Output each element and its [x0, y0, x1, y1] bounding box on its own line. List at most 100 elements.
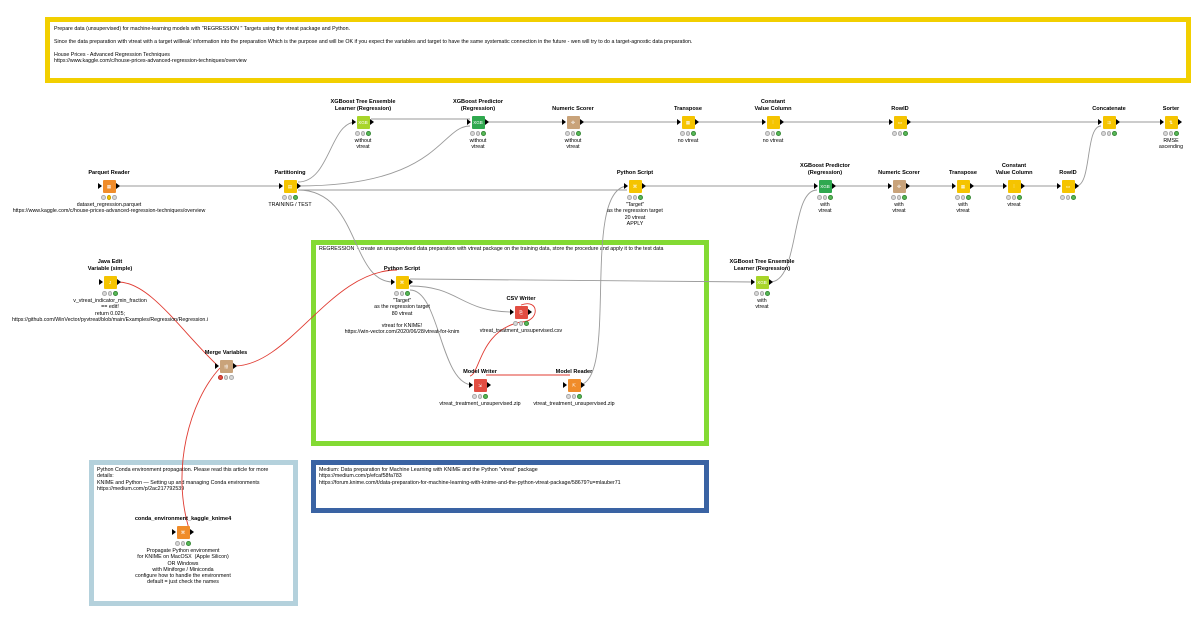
output-port[interactable]	[528, 309, 532, 315]
output-port[interactable]	[485, 119, 489, 125]
output-port[interactable]	[1075, 183, 1079, 189]
input-port[interactable]	[624, 183, 628, 189]
node-status-indicator	[765, 131, 782, 136]
node-annotation: vtreat_treatment_unsupervised.zip	[439, 401, 521, 407]
node-title: Transpose	[949, 169, 977, 176]
node-icon[interactable]: ⌘	[628, 179, 642, 193]
node-icon[interactable]: J	[103, 275, 117, 289]
node-status-indicator	[1060, 195, 1077, 200]
input-port[interactable]	[563, 382, 567, 388]
input-port[interactable]	[889, 119, 893, 125]
node-icon[interactable]: ⇅	[1164, 115, 1178, 129]
output-port[interactable]	[832, 183, 836, 189]
node-icon[interactable]: ⁞	[766, 115, 780, 129]
node-icon[interactable]: ⁞	[1007, 179, 1021, 193]
concatenate-icon: ⇉	[1107, 119, 1111, 125]
output-port[interactable]	[1021, 183, 1025, 189]
input-port[interactable]	[215, 363, 219, 369]
output-port[interactable]	[190, 529, 194, 535]
node-icon[interactable]: ⌘	[176, 525, 190, 539]
output-port[interactable]	[642, 183, 646, 189]
node-icon[interactable]: ⇉	[1102, 115, 1116, 129]
node-icon[interactable]: ▤	[283, 179, 297, 193]
node-annotation: without vtreat	[354, 138, 372, 151]
node-annotation: RMSE ascending	[1158, 138, 1184, 151]
input-port[interactable]	[677, 119, 681, 125]
output-port[interactable]	[581, 382, 585, 388]
annotation-workflow-description: Prepare data (unsupervised) for machine-…	[45, 17, 1191, 83]
sorter-icon: ⇅	[1169, 119, 1173, 125]
output-port[interactable]	[580, 119, 584, 125]
numeric-scorer-2-icon: ✜	[897, 183, 901, 189]
rowid-1-icon: ▭	[897, 119, 903, 125]
output-port[interactable]	[116, 183, 120, 189]
xgb-predictor-1-icon: XGB	[473, 119, 483, 125]
input-port[interactable]	[762, 119, 766, 125]
node-icon[interactable]: XGB	[356, 115, 370, 129]
edge-python-train-xgb-learner-2	[409, 278, 755, 283]
input-port[interactable]	[1160, 119, 1164, 125]
node-icon[interactable]: XGB	[818, 179, 832, 193]
output-port[interactable]	[233, 363, 237, 369]
input-port[interactable]	[1003, 183, 1007, 189]
output-port[interactable]	[769, 279, 773, 285]
input-port[interactable]	[888, 183, 892, 189]
output-port[interactable]	[1178, 119, 1182, 125]
node-icon[interactable]: ▭	[1061, 179, 1075, 193]
output-port[interactable]	[970, 183, 974, 189]
node-icon[interactable]: ⇱	[567, 378, 581, 392]
node-icon[interactable]: ▦	[102, 179, 116, 193]
node-icon[interactable]: ⎘	[514, 305, 528, 319]
input-port[interactable]	[562, 119, 566, 125]
input-port[interactable]	[952, 183, 956, 189]
input-port[interactable]	[279, 183, 283, 189]
node-icon[interactable]: ⇶	[219, 359, 233, 373]
partitioning-icon: ▤	[287, 183, 293, 189]
output-port[interactable]	[1116, 119, 1120, 125]
node-icon[interactable]: ✜	[892, 179, 906, 193]
input-port[interactable]	[469, 382, 473, 388]
input-port[interactable]	[1057, 183, 1061, 189]
node-status-indicator	[817, 195, 834, 200]
input-port[interactable]	[1098, 119, 1102, 125]
output-port[interactable]	[370, 119, 374, 125]
output-port[interactable]	[780, 119, 784, 125]
output-port[interactable]	[487, 382, 491, 388]
output-port[interactable]	[117, 279, 121, 285]
node-status-indicator	[394, 291, 411, 296]
xgb-learner-2-icon: XGB	[757, 279, 767, 285]
node-status-indicator	[355, 131, 372, 136]
node-title: Constant Value Column	[995, 163, 1033, 176]
node-annotation: Propagate Python environment for KNIME o…	[135, 548, 231, 586]
input-port[interactable]	[99, 279, 103, 285]
node-annotation: no vtreat	[762, 138, 784, 144]
node-icon[interactable]: ▭	[893, 115, 907, 129]
python-script-apply-icon: ⌘	[632, 183, 638, 189]
input-port[interactable]	[467, 119, 471, 125]
node-icon[interactable]: ⌘	[395, 275, 409, 289]
edge-python-train-model-writer	[409, 289, 474, 386]
node-status-indicator	[218, 375, 235, 380]
node-icon[interactable]: ▦	[681, 115, 695, 129]
output-port[interactable]	[409, 279, 413, 285]
input-port[interactable]	[98, 183, 102, 189]
node-icon[interactable]: XGB	[471, 115, 485, 129]
input-port[interactable]	[751, 279, 755, 285]
input-port[interactable]	[352, 119, 356, 125]
input-port[interactable]	[814, 183, 818, 189]
input-port[interactable]	[391, 279, 395, 285]
node-icon[interactable]: ✜	[566, 115, 580, 129]
output-port[interactable]	[695, 119, 699, 125]
output-port[interactable]	[907, 119, 911, 125]
node-icon[interactable]: XGB	[755, 275, 769, 289]
node-annotation: with vtreat	[956, 202, 970, 215]
input-port[interactable]	[510, 309, 514, 315]
node-icon[interactable]: ⇲	[473, 378, 487, 392]
node-annotation: without vtreat	[564, 138, 582, 151]
output-port[interactable]	[906, 183, 910, 189]
input-port[interactable]	[172, 529, 176, 535]
parquet-reader-icon: ▦	[106, 183, 112, 189]
node-title: Concatenate	[1092, 105, 1126, 112]
node-icon[interactable]: ▦	[956, 179, 970, 193]
output-port[interactable]	[297, 183, 301, 189]
